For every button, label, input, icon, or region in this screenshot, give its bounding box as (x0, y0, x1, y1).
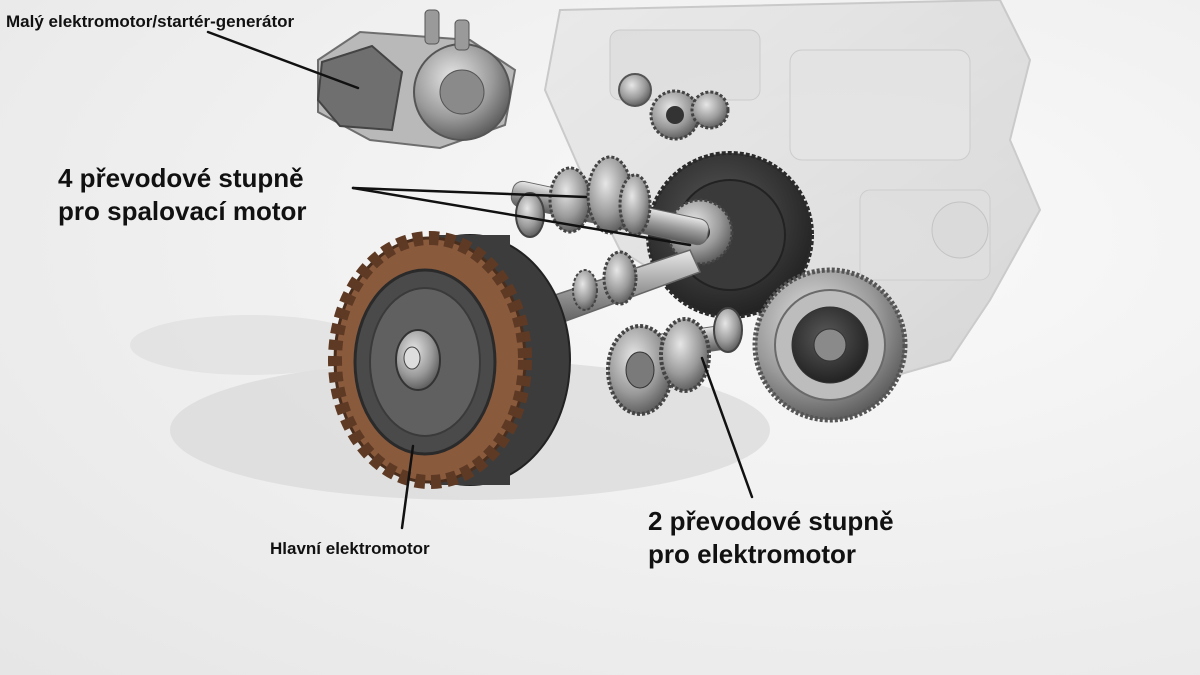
label-ev-gears-line2: pro elektromotor (648, 539, 857, 569)
leader-line-main-motor (400, 444, 415, 530)
leader-line-starter (206, 30, 360, 90)
leader-lines (206, 30, 754, 530)
upper-gear-train (618, 73, 730, 141)
label-ev-gears-line1: 2 převodové stupně (648, 506, 894, 536)
leader-line-ice-lower (351, 186, 692, 247)
label-main-motor: Hlavní elektromotor (270, 539, 430, 558)
leader-line-ice-upper (351, 186, 588, 199)
ev-gear-cluster (606, 307, 743, 416)
starter-generator-illustration (316, 9, 517, 150)
main-motor-illustration (328, 231, 571, 489)
label-ice-gears-line1: 4 převodové stupně (58, 163, 304, 193)
label-ev-gears: 2 převodové stupně pro elektromotor (648, 505, 894, 571)
ice-gear-shaft (510, 155, 710, 246)
differential-gear (752, 267, 908, 423)
label-starter-generator: Malý elektromotor/startér-generátor (6, 12, 295, 31)
label-ice-gears: 4 převodové stupně pro spalovací motor (58, 162, 307, 228)
label-ice-gears-line2: pro spalovací motor (58, 196, 307, 226)
leader-line-ev (700, 356, 754, 499)
